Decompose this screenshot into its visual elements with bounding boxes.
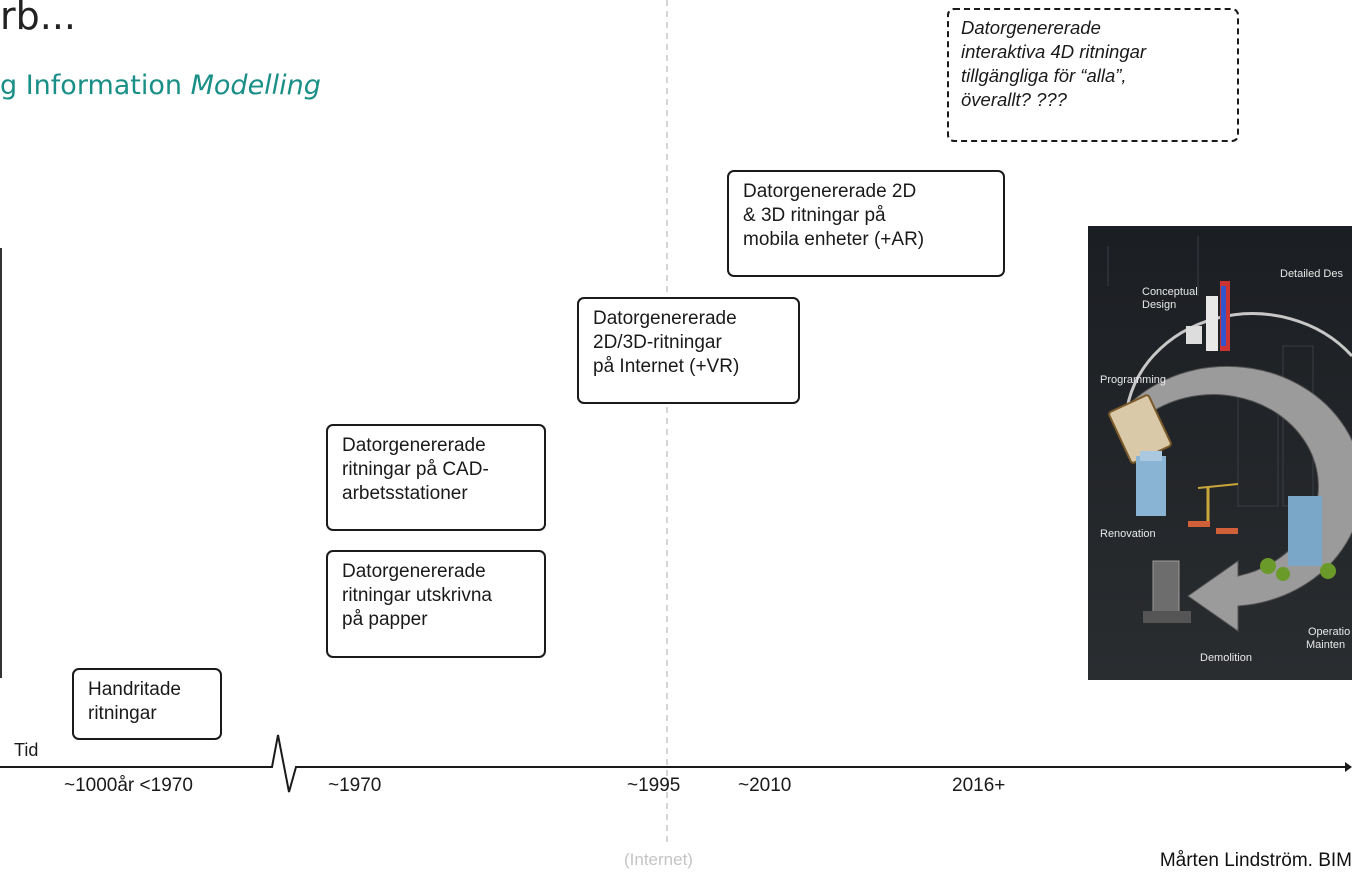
- box-handritade-line-2: ritningar: [88, 703, 157, 724]
- subtitle-plain: g Information: [0, 70, 191, 101]
- label-programming: Programming: [1100, 374, 1167, 386]
- tick-2010: ~2010: [738, 775, 792, 796]
- box-future: Datorgenererade interaktiva 4D ritningar…: [947, 8, 1239, 142]
- box-internet-line-1: Datorgenererade: [593, 308, 737, 329]
- internet-divider-line: [666, 0, 668, 845]
- label-detailed-design: Detailed Des: [1280, 268, 1343, 280]
- box-handritade-line-1: Handritade: [88, 679, 181, 700]
- slide-subtitle: g Information Modelling: [0, 70, 321, 101]
- box-future-line-2: interaktiva 4D ritningar: [961, 41, 1147, 62]
- label-conceptual-2: Design: [1142, 299, 1177, 311]
- box-cad: Datorgenererade ritningar på CAD- arbets…: [326, 424, 546, 531]
- internet-label: (Internet): [624, 850, 693, 869]
- tick-2016: 2016+: [952, 775, 1006, 796]
- box-papper: Datorgenererade ritningar utskrivna på p…: [326, 550, 546, 658]
- lifecycle-illustration: [1088, 226, 1352, 680]
- box-future-line-4: överallt? ???: [961, 89, 1067, 110]
- box-future-line-3: tillgängliga för “alla”,: [961, 65, 1127, 86]
- box-future-line-1: Datorgenererade: [961, 17, 1101, 38]
- slide-title: rb...: [0, 0, 76, 38]
- box-internet: Datorgenererade 2D/3D-ritningar på Inter…: [577, 297, 800, 404]
- label-operation-2: Mainten: [1306, 639, 1346, 651]
- tick-1995: ~1995: [627, 775, 681, 796]
- box-papper-line-2: ritningar utskrivna: [342, 585, 492, 606]
- box-cad-line-3: arbetsstationer: [342, 483, 468, 504]
- subtitle-italic: Modelling: [190, 70, 321, 101]
- tick-1970: ~1970: [328, 775, 382, 796]
- label-operation-1: Operatio: [1308, 626, 1351, 638]
- label-demolition: Demolition: [1200, 652, 1252, 664]
- credit-text: Mårten Lindström. BIM: [1159, 850, 1352, 871]
- timeline-axis: [0, 734, 1352, 793]
- left-edge-bar: [0, 248, 2, 678]
- tick-1000: ~1000år <1970: [64, 775, 193, 796]
- box-internet-line-2: 2D/3D-ritningar: [593, 332, 722, 353]
- box-cad-line-2: ritningar på CAD-: [342, 459, 489, 480]
- box-mobila-line-1: Datorgenererade 2D: [743, 181, 917, 202]
- label-conceptual-1: Conceptual: [1142, 286, 1198, 298]
- box-mobila: Datorgenererade 2D & 3D ritningar på mob…: [727, 170, 1005, 277]
- box-mobila-line-2: & 3D ritningar på: [743, 205, 886, 226]
- axis-label-tid: Tid: [14, 740, 39, 760]
- box-cad-line-1: Datorgenererade: [342, 435, 486, 456]
- box-papper-line-1: Datorgenererade: [342, 561, 486, 582]
- box-handritade: Handritade ritningar: [72, 668, 222, 740]
- bim-lifecycle-image: Detailed Des Conceptual Design Programmi…: [1088, 226, 1352, 680]
- box-mobila-line-3: mobila enheter (+AR): [743, 229, 925, 250]
- label-renovation: Renovation: [1100, 528, 1156, 540]
- box-internet-line-3: på Internet (+VR): [593, 356, 740, 377]
- box-papper-line-3: på papper: [342, 609, 428, 630]
